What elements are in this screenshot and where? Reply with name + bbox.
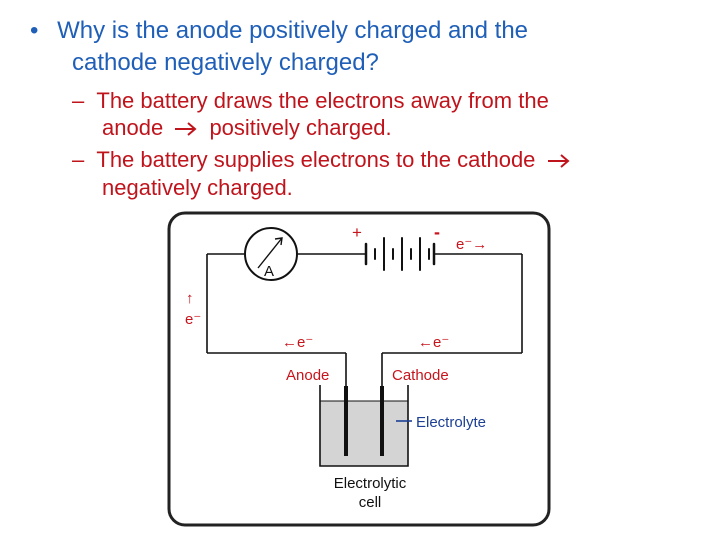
dash-marker: – (72, 88, 85, 113)
battery-minus-label: - (434, 222, 440, 242)
right-arrow-icon (547, 154, 570, 168)
dash-marker: – (72, 147, 85, 172)
electron-up-arrow-icon: ↑ (186, 290, 194, 307)
electron-flow-left-label: e⁻ (185, 311, 201, 328)
cell-label-line-2: cell (359, 494, 382, 511)
diagram-frame (167, 211, 551, 527)
answer-2-line-1: – The battery supplies electrons to the … (72, 145, 572, 175)
battery-icon (364, 237, 436, 271)
electron-flow-top-label: e⁻→ (456, 236, 487, 253)
answer-2-text-2: negatively charged. (102, 175, 293, 200)
electron-flow-mid-left-label: ←e⁻ (282, 334, 313, 351)
answer-1-text-1: The battery draws the electrons away fro… (96, 88, 549, 113)
electrolyte-label: Electrolyte (416, 414, 486, 431)
answer-2-text-1: The battery supplies electrons to the ca… (96, 147, 536, 172)
question-text-2: cathode negatively charged? (72, 49, 379, 76)
answer-1-line-2: anode positively charged. (102, 113, 392, 143)
question-text-1: Why is the anode positively charged and … (57, 17, 529, 44)
answer-1-text-3: positively charged. (209, 115, 392, 140)
circuit-wires (206, 253, 523, 386)
electrolyte-solution (320, 401, 408, 466)
ammeter-icon (244, 227, 298, 281)
bullet-marker: • (30, 17, 39, 44)
anode-label: Anode (286, 367, 329, 384)
question-line-1: • Why is the anode positively charged an… (30, 16, 528, 46)
beaker (319, 385, 409, 467)
question-line-2: cathode negatively charged? (72, 48, 379, 78)
answer-1-text-2: anode (102, 115, 164, 140)
ammeter-label: A (264, 263, 274, 280)
cell-label-line-1: Electrolytic (334, 475, 407, 492)
answer-1-line-1: – The battery draws the electrons away f… (72, 86, 549, 116)
cathode-label: Cathode (392, 367, 449, 384)
battery-plus-label: + (352, 223, 362, 242)
electron-flow-mid-right-label: ←e⁻ (418, 334, 449, 351)
answer-2-line-2: negatively charged. (102, 173, 293, 203)
right-arrow-icon (175, 122, 197, 136)
